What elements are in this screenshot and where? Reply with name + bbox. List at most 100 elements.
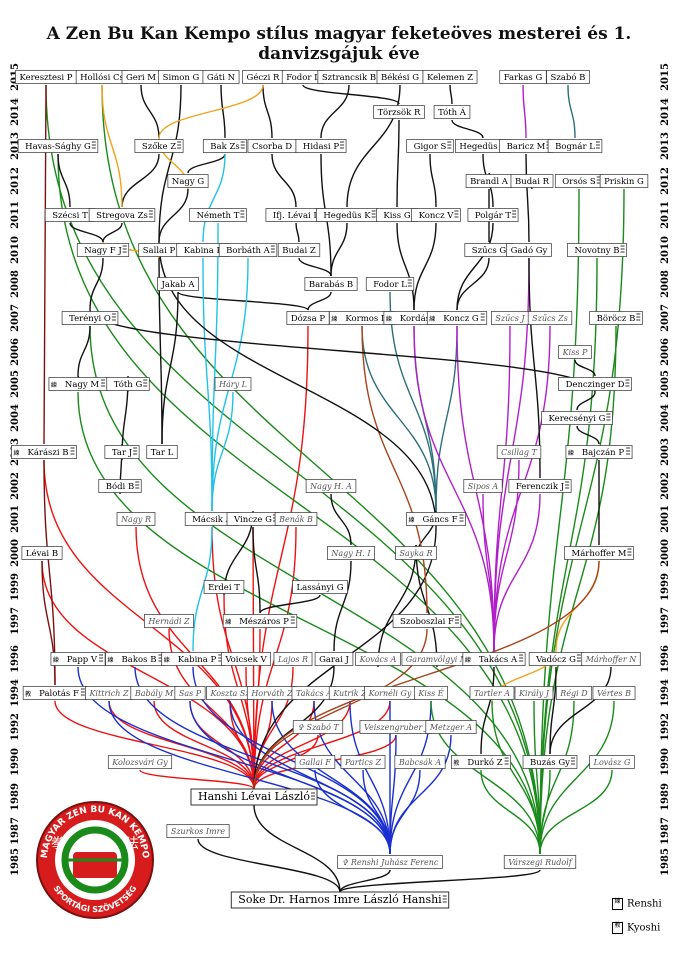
lineage-node: Hanshi Lévai László: [190, 788, 318, 806]
lineage-edge: [101, 84, 541, 855]
lineage-edge: [574, 359, 596, 377]
renshi-icon: 練: [429, 315, 435, 323]
year-label-right: 2005: [660, 370, 671, 398]
node-label: Babcsák A: [398, 758, 442, 767]
lineage-node: Király J: [514, 686, 554, 700]
node-label: Buzás Gy: [530, 757, 570, 768]
node-label: Keresztesi P: [19, 73, 72, 83]
lineage-edge: [177, 291, 309, 311]
node-box: [433, 105, 471, 119]
node-box: [292, 580, 348, 594]
node-label: Böröcz B: [597, 314, 636, 324]
year-label-right: 2015: [660, 63, 671, 91]
lineage-edge: [456, 257, 490, 311]
node-label: Tóth G: [114, 379, 143, 390]
node-box: [134, 139, 184, 153]
lineage-edge: [253, 560, 600, 790]
node-label: Király J: [518, 689, 550, 698]
lineage-edge: [413, 325, 495, 652]
node-box: [467, 208, 519, 222]
node-box: [166, 824, 230, 838]
node-box: [295, 139, 347, 153]
node-box: [365, 277, 415, 291]
node-label: Hanshi Lévai László: [198, 790, 310, 803]
year-label-left: 1985: [10, 848, 21, 876]
lineage-node: Lévai B: [21, 546, 63, 560]
lineage-edge: [211, 222, 219, 512]
lineage-node: Csillag T: [496, 445, 542, 459]
lineage-edge: [549, 666, 612, 755]
node-box: [104, 445, 140, 459]
lineage-edge: [202, 257, 213, 512]
year-label-left: 1999: [10, 573, 21, 601]
lineage-node: Kiss P: [558, 345, 592, 359]
lineage-node: Jakab A: [157, 277, 199, 291]
node-box: [273, 652, 313, 666]
node-box: [203, 580, 245, 594]
node-label: Hidasi P: [303, 142, 339, 152]
lineage-edge: [396, 119, 400, 208]
year-label-right: 1989: [660, 783, 671, 811]
lineage-edge: [253, 325, 309, 790]
lineage-edge: [153, 700, 255, 790]
node-box: [167, 174, 209, 188]
lineage-node: ✞ Renshi Juhász Ferenc: [337, 855, 443, 869]
node-box: [555, 686, 593, 700]
node-label: Havas-Sághy G: [25, 141, 91, 152]
lineage-edge: [346, 84, 401, 208]
year-label-left: 2007: [10, 304, 21, 332]
lineage-edge: [539, 700, 575, 855]
node-box: [541, 411, 613, 425]
lineage-edge: [449, 84, 453, 105]
node-label: Kiss P: [562, 348, 588, 357]
node-box: [395, 546, 437, 560]
lineage-edge: [361, 325, 437, 512]
node-label: Kornéli Gy: [368, 689, 412, 698]
node-label: Kordás I: [400, 313, 436, 324]
lineage-edge: [349, 700, 391, 855]
node-box: [17, 139, 99, 153]
year-label-right: 2004: [660, 404, 671, 432]
legend-renshi-label: Renshi: [627, 898, 662, 910]
lineage-edge: [396, 222, 415, 311]
lineage-node: Soke Dr. Harnos Imre László Hanshi: [230, 891, 450, 909]
lineage-node: Kittrich Z: [85, 686, 133, 700]
year-label-right: 2010: [660, 236, 671, 264]
node-label: Voicsek V: [224, 655, 267, 665]
lineage-edge: [333, 560, 352, 652]
year-label-left: 2005: [10, 370, 21, 398]
lineage-edge: [480, 666, 495, 755]
lineage-edge: [69, 222, 104, 243]
lineage-node: Palotás F教: [22, 686, 88, 700]
lineage-edge: [41, 560, 56, 686]
node-label: Novotny B: [574, 246, 619, 256]
lineage-edge: [271, 700, 391, 855]
node-box: [581, 652, 641, 666]
node-label: Kovács A: [359, 655, 397, 664]
node-box: [406, 512, 466, 526]
node-label: Horváth Z: [250, 689, 293, 698]
node-box: [414, 686, 448, 700]
lineage-edge: [271, 153, 297, 208]
year-label-right: 2011: [660, 201, 671, 229]
lineage-edge: [108, 700, 391, 855]
lineage-edge: [229, 700, 391, 855]
renshi-icon: 練: [53, 656, 59, 664]
node-box: [589, 311, 643, 325]
node-box: [76, 243, 130, 257]
lineage-node: Sas P: [174, 686, 206, 700]
kyoshi-icon: 教: [453, 759, 459, 767]
year-label-right: 1997: [660, 607, 671, 635]
renshi-icon: 練: [164, 656, 170, 664]
node-label: Kiss G: [383, 211, 410, 221]
node-label: Ifj. Lévai L: [273, 210, 320, 221]
lineage-edge: [576, 391, 596, 411]
node-label: Veiszengruber J: [364, 723, 429, 732]
node-label: Budai Z: [282, 246, 316, 256]
year-label-right: 1985: [660, 848, 671, 876]
lineage-edge: [192, 526, 213, 652]
node-box: [314, 652, 354, 666]
node-box: [406, 139, 454, 153]
lineage-node: Garai J: [314, 652, 354, 666]
